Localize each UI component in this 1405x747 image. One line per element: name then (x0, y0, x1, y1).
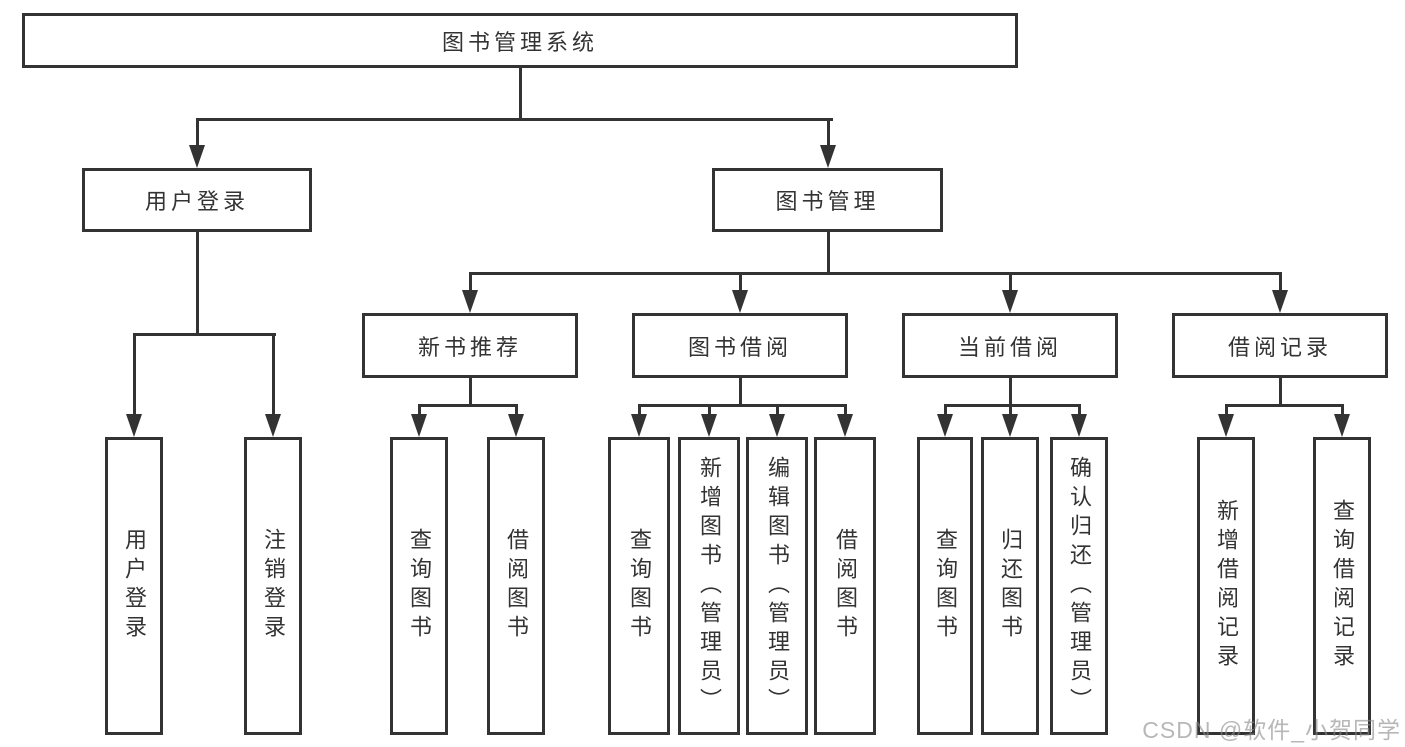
leaf-user-login-label: 用户登录 (122, 528, 147, 644)
connector-line (1279, 378, 1282, 407)
arrowhead-icon (769, 414, 785, 437)
arrowhead-icon (820, 145, 836, 168)
leaf-query-books-borrowing: 查询图书 (608, 437, 670, 735)
connector-line (469, 378, 472, 407)
connector-line (1279, 272, 1282, 293)
connector-line (739, 272, 742, 293)
arrowhead-icon (411, 414, 427, 437)
node-new-book-recommend-label: 新书推荐 (417, 334, 522, 360)
arrowhead-icon (1002, 414, 1018, 437)
node-user-login-label: 用户登录 (144, 189, 249, 214)
leaf-edit-book-admin-label: 编辑图书（管理员） (765, 455, 790, 717)
node-borrowing-records-label: 借阅记录 (1227, 334, 1332, 360)
node-book-borrowing-label: 图书借阅 (687, 334, 792, 360)
connector-line (272, 333, 275, 417)
leaf-query-borrow-record: 查询借阅记录 (1313, 437, 1371, 735)
node-user-login: 用户登录 (82, 168, 312, 232)
connector-line (844, 404, 847, 417)
connector-line (944, 404, 1080, 407)
connector-line (1009, 378, 1012, 407)
connector-line (469, 272, 1281, 275)
arrowhead-icon (462, 290, 478, 313)
arrowhead-icon (126, 414, 142, 437)
connector-line (1009, 404, 1012, 417)
arrowhead-icon (701, 414, 717, 437)
leaf-borrow-books-recommend: 借阅图书 (487, 437, 545, 735)
leaf-borrow-books-borrowing-label: 借阅图书 (833, 528, 858, 644)
connector-line (739, 378, 742, 407)
leaf-query-books-current-label: 查询图书 (933, 528, 958, 644)
leaf-borrow-books-borrowing: 借阅图书 (814, 437, 876, 735)
leaf-confirm-return-admin-label: 确认归还（管理员） (1067, 455, 1092, 717)
arrowhead-icon (1071, 414, 1087, 437)
leaf-confirm-return-admin: 确认归还（管理员） (1050, 437, 1108, 735)
arrowhead-icon (1002, 290, 1018, 313)
connector-line (776, 404, 779, 417)
node-current-borrowing-label: 当前借阅 (957, 334, 1062, 360)
arrowhead-icon (508, 414, 524, 437)
leaf-return-book: 归还图书 (981, 437, 1039, 735)
connector-line (418, 404, 518, 407)
leaf-add-borrow-record: 新增借阅记录 (1197, 437, 1255, 735)
connector-line (469, 272, 472, 293)
connector-line (1078, 404, 1081, 417)
connector-line (1009, 272, 1012, 293)
connector-line (708, 404, 711, 417)
arrowhead-icon (732, 290, 748, 313)
watermark-text: CSDN @软件_小贺同学 (1142, 717, 1401, 743)
connector-line (827, 118, 830, 147)
leaf-query-books-recommend: 查询图书 (390, 437, 448, 735)
leaf-query-borrow-record-label: 查询借阅记录 (1330, 499, 1355, 673)
connector-line (519, 68, 522, 120)
connector-line (1225, 404, 1343, 407)
arrowhead-icon (1272, 290, 1288, 313)
connector-line (1225, 404, 1228, 417)
leaf-query-books-current: 查询图书 (917, 437, 973, 735)
leaf-add-book-admin: 新增图书（管理员） (678, 437, 740, 735)
connector-line (944, 404, 947, 417)
node-library-system: 图书管理系统 (22, 13, 1018, 68)
leaf-logout-label: 注销登录 (261, 528, 286, 644)
arrowhead-icon (1218, 414, 1234, 437)
node-library-system-label: 图书管理系统 (441, 29, 598, 55)
connector-line (515, 404, 518, 417)
leaf-add-book-admin-label: 新增图书（管理员） (697, 455, 722, 717)
leaf-query-books-borrowing-label: 查询图书 (627, 528, 652, 644)
arrowhead-icon (1334, 414, 1350, 437)
node-current-borrowing: 当前借阅 (902, 313, 1118, 378)
connector-line (196, 118, 833, 121)
leaf-user-login: 用户登录 (105, 437, 163, 735)
leaf-add-borrow-record-label: 新增借阅记录 (1214, 499, 1239, 673)
node-book-borrowing: 图书借阅 (632, 313, 848, 378)
connector-line (196, 118, 199, 147)
leaf-borrow-books-recommend-label: 借阅图书 (504, 528, 529, 644)
arrowhead-icon (631, 414, 647, 437)
leaf-logout: 注销登录 (244, 437, 302, 735)
connector-line (638, 404, 641, 417)
connector-line (133, 333, 276, 336)
arrowhead-icon (837, 414, 853, 437)
node-book-management: 图书管理 (712, 168, 943, 232)
connector-line (638, 404, 846, 407)
connector-line (133, 333, 136, 417)
arrowhead-icon (937, 414, 953, 437)
node-new-book-recommend: 新书推荐 (362, 313, 578, 378)
arrowhead-icon (265, 414, 281, 437)
node-borrowing-records: 借阅记录 (1172, 313, 1388, 378)
connector-line (196, 232, 199, 336)
connector-line (418, 404, 421, 417)
leaf-query-books-recommend-label: 查询图书 (407, 528, 432, 644)
node-book-management-label: 图书管理 (775, 189, 880, 214)
leaf-return-book-label: 归还图书 (998, 528, 1023, 644)
connector-line (827, 232, 830, 275)
arrowhead-icon (189, 145, 205, 168)
connector-line (1341, 404, 1344, 417)
leaf-edit-book-admin: 编辑图书（管理员） (746, 437, 808, 735)
